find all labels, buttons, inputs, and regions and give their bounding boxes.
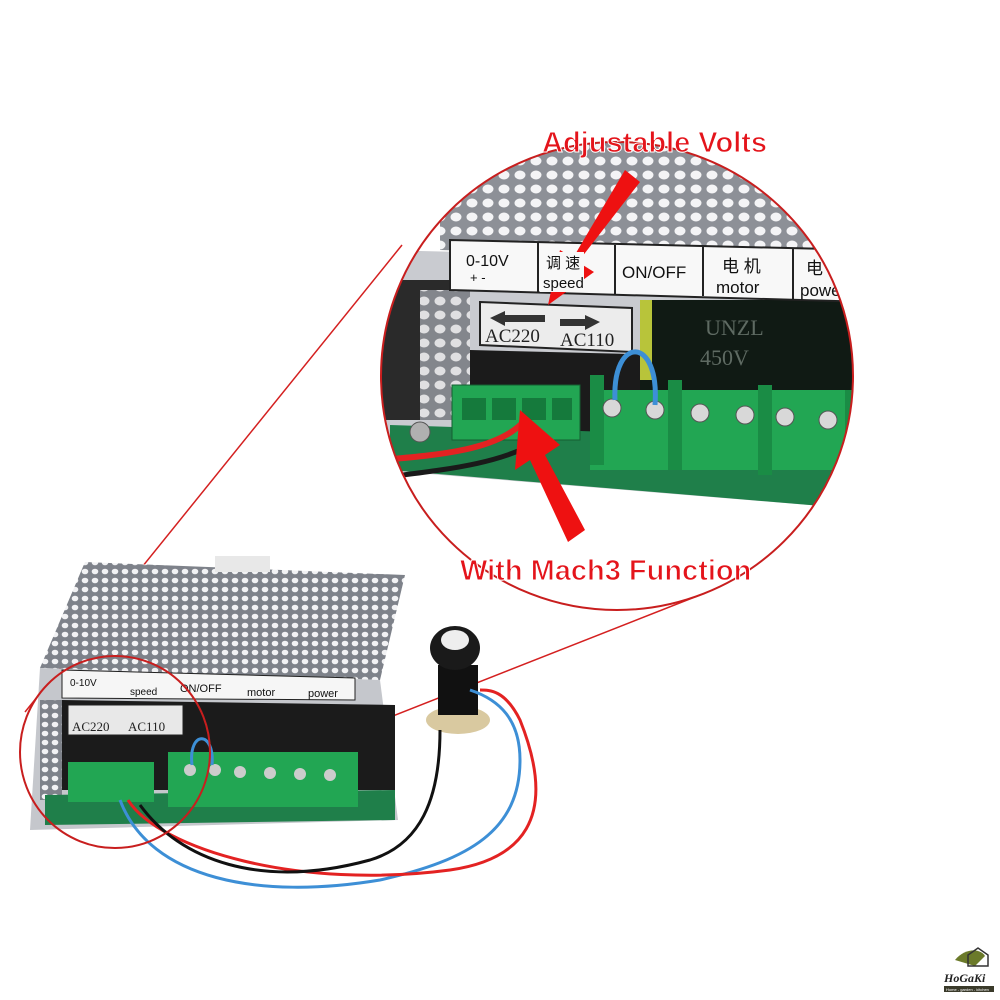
highlight-circle bbox=[19, 655, 211, 849]
capacitor-rating: 450V bbox=[700, 345, 749, 370]
label-on-off: ON/OFF bbox=[622, 263, 686, 282]
logo-tagline: Home - garden - kitchen bbox=[946, 987, 989, 992]
speed-label-backing bbox=[540, 252, 584, 292]
small-label-ac110: AC110 bbox=[128, 719, 165, 734]
label-speed: speed bbox=[543, 275, 584, 292]
label-polarity: + - bbox=[470, 270, 486, 285]
label-ac110: AC110 bbox=[560, 330, 614, 351]
label-power-cn: 电 源 bbox=[806, 259, 845, 278]
power-supply-unit: 0-10V speed ON/OFF motor power AC220 AC1… bbox=[30, 556, 405, 830]
jumper-wire bbox=[612, 349, 658, 406]
label-motor: motor bbox=[716, 278, 760, 297]
speed-knob bbox=[426, 626, 490, 734]
small-label-motor: motor bbox=[247, 687, 275, 699]
label-ac220: AC220 bbox=[485, 326, 540, 347]
label-voltage: 0-10V bbox=[466, 253, 509, 270]
zoom-circle bbox=[380, 141, 854, 611]
small-label-ac220: AC220 bbox=[72, 719, 110, 734]
callout-adjustable-volts: Adjustable Volts bbox=[542, 127, 767, 159]
small-label-voltage: 0-10V bbox=[70, 678, 97, 689]
barrier-terminal-block bbox=[590, 375, 853, 480]
small-label-on-off: ON/OFF bbox=[180, 683, 222, 695]
small-label-speed: speed bbox=[130, 687, 157, 698]
hogaki-logo: HoGaKi Home - garden - kitchen bbox=[943, 947, 994, 992]
logo-name: HoGaKi bbox=[943, 971, 986, 985]
callout-mach3-function: With Mach3 Function bbox=[460, 555, 751, 587]
zoomed-detail: UNZL 450V 0-10V + - ON/OFF 电 机 motor 电 源… bbox=[381, 142, 853, 610]
label-speed-cn: 调 速 bbox=[546, 255, 580, 272]
arrow-icon bbox=[515, 410, 585, 542]
capacitor-brand: UNZL bbox=[705, 315, 764, 340]
label-motor-cn: 电 机 bbox=[722, 257, 761, 276]
small-label-power: power bbox=[308, 688, 338, 700]
